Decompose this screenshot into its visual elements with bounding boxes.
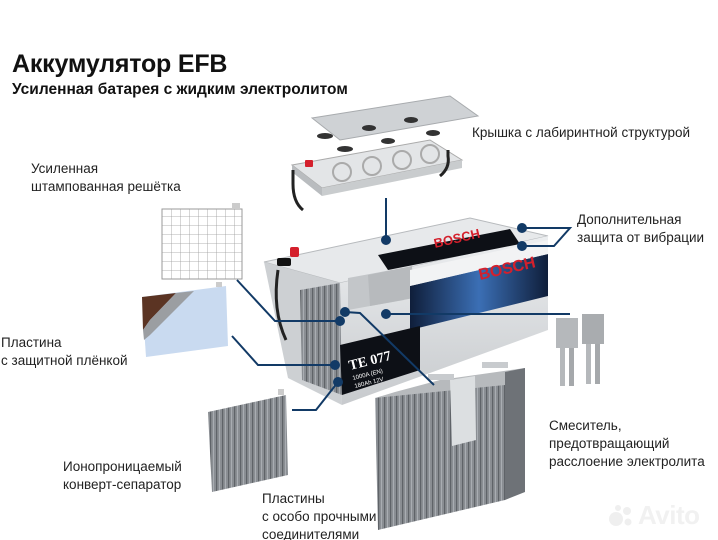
plate-illustration (142, 282, 228, 357)
watermark: Avito (638, 500, 700, 530)
callout-separator: Ионопроницаемый конверт-сепаратор (63, 459, 182, 492)
callout-plates: Пластины с особо прочными соединителями (262, 491, 377, 540)
leader-lines (231, 198, 573, 411)
battery-case (263, 217, 549, 405)
plates-block-illustration (375, 362, 525, 530)
avito-logo-icon (609, 505, 632, 526)
callout-lid: Крышка с лабиринтной структурой (472, 125, 691, 140)
callout-plate: Пластина с защитной плёнкой (1, 335, 128, 368)
page-title: Аккумулятор EFB (12, 50, 228, 78)
mixer-illustration (556, 314, 604, 386)
callout-mixer: Смеситель, предотвращающий расслоение эл… (549, 418, 705, 469)
separator-illustration (208, 389, 288, 492)
lid-illustration (290, 95, 480, 212)
callout-vibration: Дополнительная защита от вибрации (577, 212, 705, 245)
page-subtitle: Усиленная батарея с жидким электролитом (12, 81, 348, 98)
grid-illustration (161, 203, 243, 280)
callout-grid: Усиленная штампованная решётка (31, 161, 181, 194)
